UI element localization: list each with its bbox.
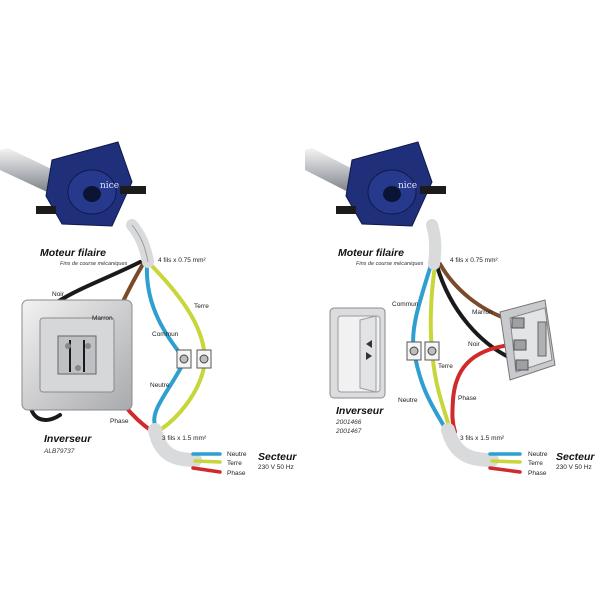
switch-ref-right-2: 2001467 — [335, 428, 362, 435]
wire-black — [435, 264, 517, 362]
motor-left: nice — [0, 141, 146, 227]
wire-blue — [144, 263, 188, 427]
panel-right: nice — [305, 141, 595, 477]
label-noir-left: Noir — [52, 291, 65, 298]
switch-title-left: Inverseur — [44, 433, 92, 445]
mains-cable-right — [441, 423, 499, 467]
mains-terre-right: Terre — [528, 460, 543, 467]
mains-neutre-right: Neutre — [528, 451, 548, 458]
motor-right: nice — [305, 141, 446, 227]
terminal-blocks-left — [176, 349, 212, 369]
label-neutre-right: Neutre — [398, 397, 418, 404]
label-marron-left: Marron — [92, 315, 113, 322]
wire-red — [450, 343, 512, 434]
label-phase-left: Phase — [110, 418, 129, 425]
cable-bottom-left: 3 fils x 1.5 mm² — [162, 435, 207, 442]
label-marron-right: Marron — [472, 309, 493, 316]
mains-title-left: Secteur — [258, 451, 297, 463]
mains-phase-left: Phase — [227, 470, 246, 477]
label-neutre-left: Neutre — [150, 382, 170, 389]
mains-spec-left: 230 V 50 Hz — [258, 464, 294, 471]
label-terre-right: Terre — [438, 363, 453, 370]
mains-wires-right — [488, 452, 522, 474]
mains-phase-right: Phase — [528, 470, 547, 477]
mains-terre-left: Terre — [227, 460, 242, 467]
mains-cable-left — [148, 423, 202, 467]
motor-title-right: Moteur filaire — [338, 247, 404, 259]
switch-mechanism-right — [499, 299, 556, 381]
motor-subtitle-left: Fins de course mécaniques — [60, 261, 128, 267]
label-commun-right: Commun — [392, 301, 419, 308]
label-noir-right: Noir — [468, 341, 481, 348]
inverseur-switch-right — [329, 307, 386, 399]
mains-spec-right: 230 V 50 Hz — [556, 464, 592, 471]
label-commun-left: Commun — [152, 331, 179, 338]
nice-logo: nice — [398, 181, 417, 191]
motor-subtitle-right: Fins de course mécaniques — [356, 261, 424, 267]
nice-logo: nice — [100, 181, 119, 191]
cable-top-left: 4 fils x 0.75 mm² — [158, 257, 207, 264]
switch-ref-left: ALB79737 — [43, 448, 75, 455]
motor-cable-right — [426, 219, 442, 270]
down-arrow-icon — [366, 352, 372, 360]
mains-title-right: Secteur — [556, 451, 595, 463]
motor-title-left: Moteur filaire — [40, 247, 106, 259]
terminal-blocks-right — [406, 341, 440, 361]
mains-wires-left — [191, 452, 222, 474]
motor-cable-left — [126, 219, 154, 268]
cable-bottom-right: 3 fils x 1.5 mm² — [460, 435, 505, 442]
panel-left: nice — [0, 141, 297, 477]
up-arrow-icon — [366, 340, 372, 348]
label-terre-left: Terre — [194, 303, 209, 310]
inverseur-switch-left — [21, 299, 133, 411]
mains-neutre-left: Neutre — [227, 451, 247, 458]
cable-top-right: 4 fils x 0.75 mm² — [450, 257, 499, 264]
switch-ref-right-1: 2001466 — [335, 419, 362, 426]
label-phase-right: Phase — [458, 395, 477, 402]
switch-title-right: Inverseur — [336, 405, 384, 417]
